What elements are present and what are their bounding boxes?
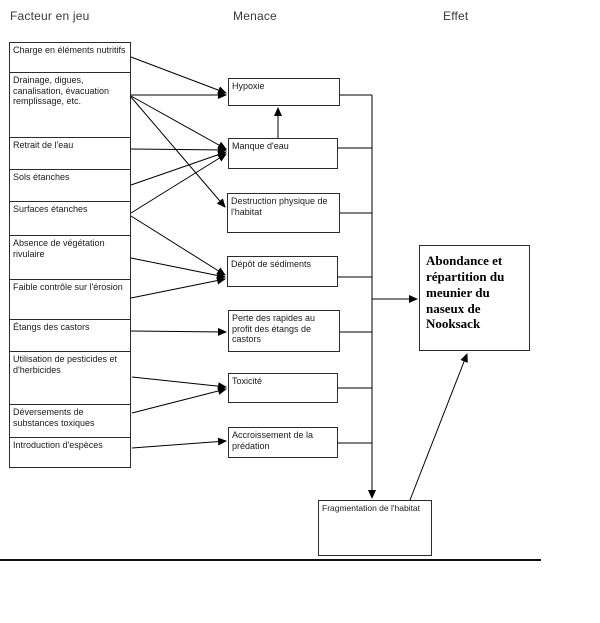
factor-box-pesticides: Utilisation de pesticides et d'herbicide… [9, 351, 131, 405]
effect-box: Abondance et répartition du meunier du n… [419, 245, 530, 351]
factor-box-surfaces-etanches: Surfaces étanches [9, 201, 131, 236]
column-header-effect: Effet [443, 9, 469, 23]
factor-box-etangs-castors: Étangs des castors [9, 319, 131, 352]
factor-box-sols-etanches: Sols étanches [9, 169, 131, 202]
threat-box-perte-rapides: Perte des rapides au profit des étangs d… [228, 310, 340, 352]
factor-box-introduction-especes: Introduction d'espèces [9, 437, 131, 468]
factor-box-retrait-eau: Retrait de l'eau [9, 137, 131, 170]
edge-absence-to-depot [130, 257, 226, 280]
edge-charge-to-hypoxie [130, 56, 227, 94]
fragmentation-box: Fragmentation de l'habitat [318, 500, 432, 556]
factor-box-deversements: Déversements de substances toxiques [9, 404, 131, 438]
edge-surfaces-to-manque-eau [130, 153, 227, 214]
edge-deversements-to-toxicite [131, 387, 227, 414]
factor-box-faible-controle: Faible contrôle sur l'érosion [9, 279, 131, 320]
bottom-divider-line [0, 559, 541, 561]
edge-introduction-to-accroissement [131, 437, 227, 449]
threat-box-depot: Dépôt de sédiments [227, 256, 338, 287]
edge-fragmentation-to-effect [409, 353, 468, 501]
factor-box-absence-vegetation: Absence de végétation rivulaire [9, 235, 131, 280]
edge-sols-to-manque-eau [130, 150, 227, 186]
threat-box-manque-eau: Manque d'eau [228, 138, 338, 169]
factor-box-drainage: Drainage, digues, canalisation, évacuati… [9, 72, 131, 138]
column-header-factor: Facteur en jeu [10, 9, 90, 23]
edge-drainage-to-manque-eau [130, 95, 227, 150]
edge-pesticides-to-toxicite [131, 376, 227, 391]
edge-retrait-to-manque-eau [130, 145, 227, 154]
edge-etangs-to-perte-rapides [130, 327, 227, 336]
column-header-threat: Menace [233, 9, 277, 23]
edge-faible-controle-to-depot [130, 276, 226, 299]
threat-box-destruction: Destruction physique de l'habitat [227, 193, 340, 233]
threat-box-toxicite: Toxicité [228, 373, 338, 403]
threat-box-hypoxie: Hypoxie [228, 78, 340, 106]
edge-surfaces-to-depot [130, 215, 226, 276]
threat-box-accroissement: Accroissement de la prédation [228, 427, 338, 458]
factor-box-charge-nutritifs: Charge en éléments nutritifs [9, 42, 131, 73]
edge-drainage-to-destruction [130, 96, 226, 208]
